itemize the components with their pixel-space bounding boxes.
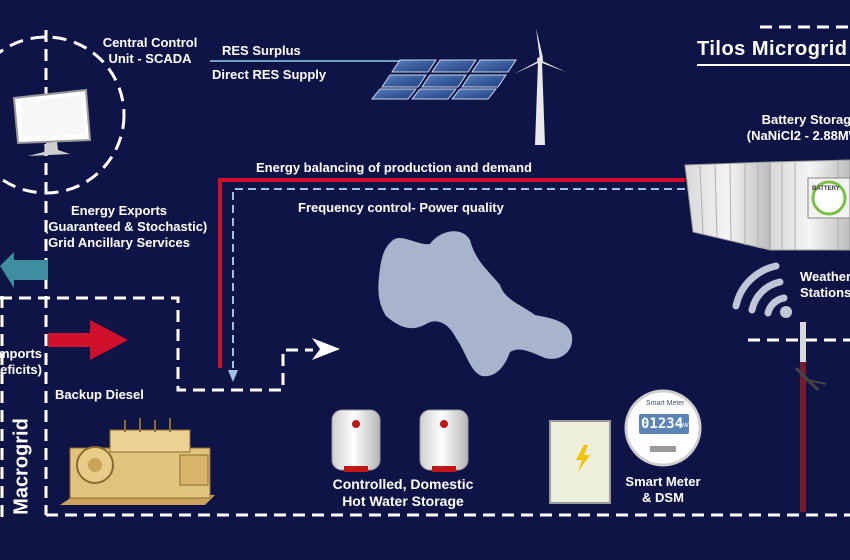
frequency-arrow-head — [228, 370, 238, 382]
wind-turbine-icon — [514, 28, 566, 145]
hot-water-tank-1-icon — [331, 409, 381, 472]
title-underline — [697, 64, 850, 66]
title: Tilos Microgrid — [697, 38, 848, 60]
central-control-line1: Central Control — [102, 35, 198, 50]
direct-res-label: Direct RES Supply — [212, 67, 327, 82]
monitor-icon — [12, 88, 92, 156]
backup-diesel-label: Backup Diesel — [55, 387, 144, 402]
smart-meter-line2: & DSM — [642, 490, 684, 505]
battery-label: Battery Storage (NaNiCl2 - 2.88MWh) — [740, 112, 850, 144]
battery-badge: BATTERY — [812, 186, 840, 192]
electrical-cabinet-icon — [549, 420, 611, 504]
diesel-link-dashed-line — [0, 296, 313, 392]
frequency-control-line — [232, 188, 685, 368]
diesel-generator-icon — [60, 418, 215, 505]
weather-signal-icon — [732, 262, 788, 317]
smart-meter-icon — [624, 389, 702, 467]
battery-container-icon — [684, 159, 850, 251]
central-control-line2: Unit - SCADA — [108, 51, 192, 66]
energy-balancing-label: Energy balancing of production and deman… — [256, 160, 532, 175]
island-map — [378, 231, 573, 377]
weather-line2: Stations — [800, 285, 850, 300]
imports-line2: (Deficits) — [0, 362, 42, 377]
battery-line1: Battery Storage — [761, 112, 850, 127]
battery-line2: (NaNiCl2 - 2.88MWh) — [746, 128, 850, 143]
smart-meter-line1: Smart Meter — [625, 474, 701, 489]
dashed-arrow-head — [312, 338, 340, 360]
weather-line1: Weather — [800, 269, 850, 284]
imports-label: Imports (Deficits) — [0, 346, 42, 378]
frequency-control-label: Frequency control- Power quality — [298, 200, 504, 215]
exports-line1: Energy Exports — [70, 203, 168, 218]
solar-panels-icon — [370, 59, 517, 100]
exports-line3: Grid Ancillary Services — [48, 235, 190, 250]
energy-balancing-line — [218, 178, 685, 368]
scada-dashed-circle — [0, 35, 126, 195]
hot-water-line2: Hot Water Storage — [342, 493, 464, 509]
import-arrow — [48, 320, 128, 360]
meter-reading: 01234 — [641, 416, 684, 432]
exports-label: Energy Exports (Guaranteed & Stochastic)… — [44, 203, 208, 251]
macrogrid-label: Macrogrid — [10, 418, 33, 515]
export-arrow — [0, 252, 48, 288]
smart-meter-label: Smart Meter & DSM — [618, 474, 708, 506]
weather-signal-dot — [780, 306, 792, 318]
exports-line2: (Guaranteed & Stochastic) — [44, 219, 208, 234]
meter-unit: kWh — [680, 423, 692, 429]
weather-station-mast-icon — [794, 322, 827, 512]
central-control-label: Central Control Unit - SCADA — [95, 35, 205, 67]
hot-water-label: Controlled, Domestic Hot Water Storage — [318, 476, 488, 510]
weather-label: Weather Stations — [800, 269, 850, 301]
imports-line1: Imports — [0, 346, 42, 361]
hot-water-tank-2-icon — [419, 409, 469, 472]
hot-water-line1: Controlled, Domestic — [332, 476, 474, 492]
res-surplus-label: RES Surplus — [222, 43, 301, 58]
meter-brand: Smart Meter — [646, 400, 685, 407]
